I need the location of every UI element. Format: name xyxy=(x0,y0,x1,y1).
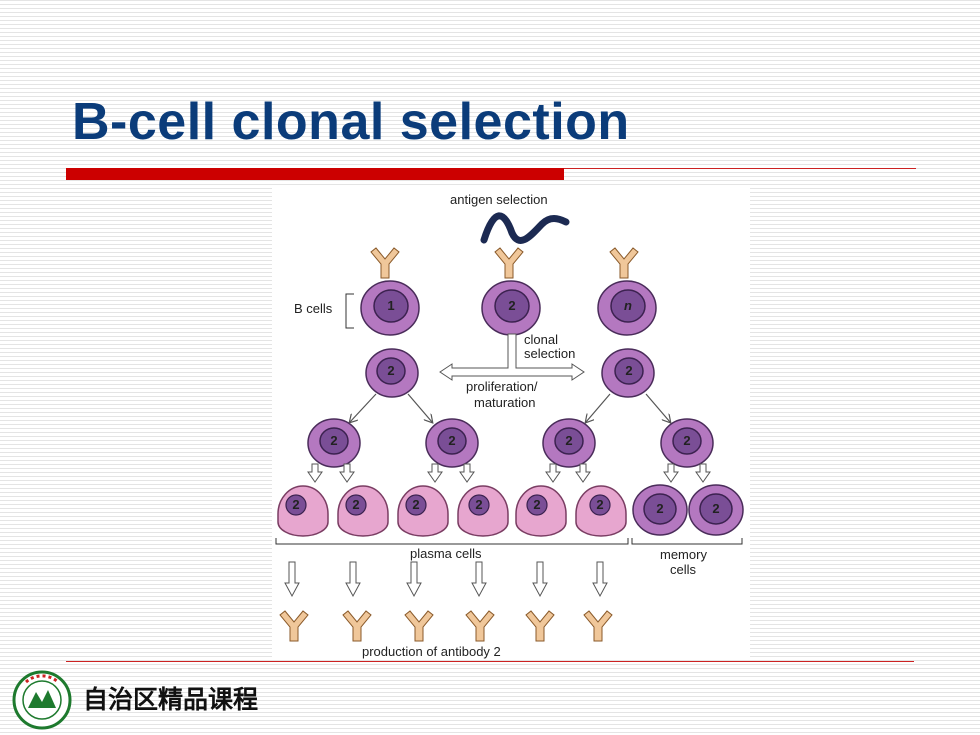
antibody-icon xyxy=(342,610,372,642)
svg-text:2: 2 xyxy=(292,497,299,512)
memory-cell: 2 xyxy=(632,484,688,536)
university-logo xyxy=(12,670,72,730)
svg-text:n: n xyxy=(624,298,632,313)
plasma-cell: 2 xyxy=(397,485,449,537)
svg-text:2: 2 xyxy=(352,497,359,512)
svg-text:2: 2 xyxy=(565,433,572,448)
b-cell-1: 1 xyxy=(360,247,420,336)
svg-text:2: 2 xyxy=(330,433,337,448)
footer-course-label: 自治区精品课程 xyxy=(83,685,259,714)
receptor-icon xyxy=(494,247,524,279)
maturation-label: maturation xyxy=(474,395,535,410)
antibody-icon xyxy=(279,610,309,642)
daughter-cell: 2 xyxy=(425,418,479,468)
daughter-cell: 2 xyxy=(307,418,361,468)
plasma-cells-label: plasma cells xyxy=(410,546,482,561)
double-arrow-icon xyxy=(439,333,585,381)
svg-text:2: 2 xyxy=(596,497,603,512)
slide-title: B-cell clonal selection xyxy=(72,93,630,151)
antigen-selection-label: antigen selection xyxy=(450,192,548,207)
plasma-cell: 2 xyxy=(457,485,509,537)
receptor-icon xyxy=(370,247,400,279)
svg-text:2: 2 xyxy=(387,363,394,378)
antigen-icon xyxy=(480,212,570,244)
svg-text:2: 2 xyxy=(412,497,419,512)
diagram-canvas: antigen selection B cells 1 2 n clonal s… xyxy=(275,192,744,659)
clonal-selection-label-line2: selection xyxy=(524,346,575,361)
b-cells-bracket xyxy=(345,293,354,329)
memory-cells-label-line2: cells xyxy=(670,562,697,577)
secretion-arrows xyxy=(284,561,608,598)
daughter-cell: 2 xyxy=(542,418,596,468)
plasma-cell: 2 xyxy=(515,485,567,537)
differentiation-arrows xyxy=(307,463,711,483)
memory-cells-bracket xyxy=(631,538,743,545)
antibody-icon xyxy=(404,610,434,642)
antibody-production-label: production of antibody 2 xyxy=(362,644,501,659)
clone-cell-right: 2 xyxy=(601,348,655,398)
proliferation-arrows xyxy=(350,393,670,422)
b-cells-label: B cells xyxy=(294,301,333,316)
plasma-cells-bracket xyxy=(275,538,629,545)
footer-rule xyxy=(66,661,914,662)
receptor-icon xyxy=(609,247,639,279)
svg-text:2: 2 xyxy=(656,501,663,516)
proliferation-label: proliferation/ xyxy=(466,379,538,394)
plasma-cell: 2 xyxy=(277,485,329,537)
antibody-icon xyxy=(465,610,495,642)
svg-text:2: 2 xyxy=(533,497,540,512)
svg-text:2: 2 xyxy=(683,433,690,448)
title-rule xyxy=(564,168,916,169)
clonal-selection-label: clonal xyxy=(524,332,558,347)
plasma-cell: 2 xyxy=(337,485,389,537)
daughter-cell: 2 xyxy=(660,418,714,468)
b-cell-n: n xyxy=(597,247,657,336)
memory-cells-label: memory xyxy=(660,547,707,562)
memory-cell: 2 xyxy=(688,484,744,536)
antibody-icon xyxy=(583,610,613,642)
svg-text:2: 2 xyxy=(625,363,632,378)
plasma-cell: 2 xyxy=(575,485,627,537)
b-cell-2: 2 xyxy=(481,247,541,336)
title-accent-bar xyxy=(66,168,564,180)
antibody-icon xyxy=(525,610,555,642)
clonal-selection-figure: antigen selection B cells 1 2 n clonal s… xyxy=(272,188,750,660)
svg-text:1: 1 xyxy=(387,298,394,313)
svg-text:2: 2 xyxy=(475,497,482,512)
clone-cell-left: 2 xyxy=(365,348,419,398)
svg-text:2: 2 xyxy=(448,433,455,448)
svg-text:2: 2 xyxy=(712,501,719,516)
svg-text:2: 2 xyxy=(508,298,515,313)
